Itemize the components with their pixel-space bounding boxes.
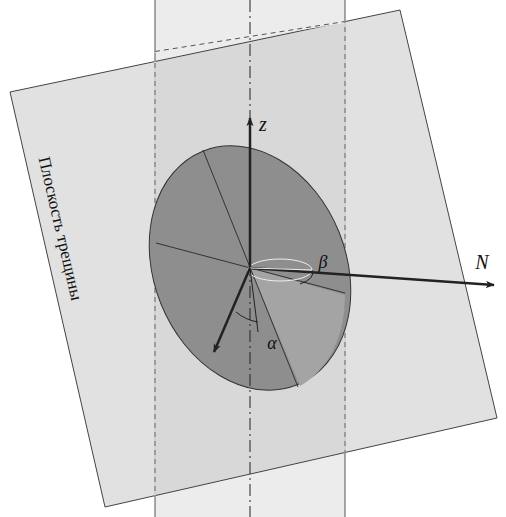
beta-arc — [300, 270, 313, 284]
normal-arrow — [250, 268, 494, 285]
axis-label: N — [475, 252, 488, 272]
fracture-plane — [10, 10, 497, 507]
axis-label: z — [259, 114, 267, 134]
horizontal-line — [250, 268, 312, 270]
alpha-arc — [236, 312, 258, 322]
borehole-axis — [250, 0, 251, 517]
dip-arrow — [214, 268, 250, 352]
angle-label: β — [319, 253, 328, 271]
z-axis-arrow — [249, 118, 252, 268]
alpha-ref-line — [250, 268, 258, 332]
ellipse-sector — [250, 268, 345, 386]
angle-label: α — [267, 334, 276, 352]
